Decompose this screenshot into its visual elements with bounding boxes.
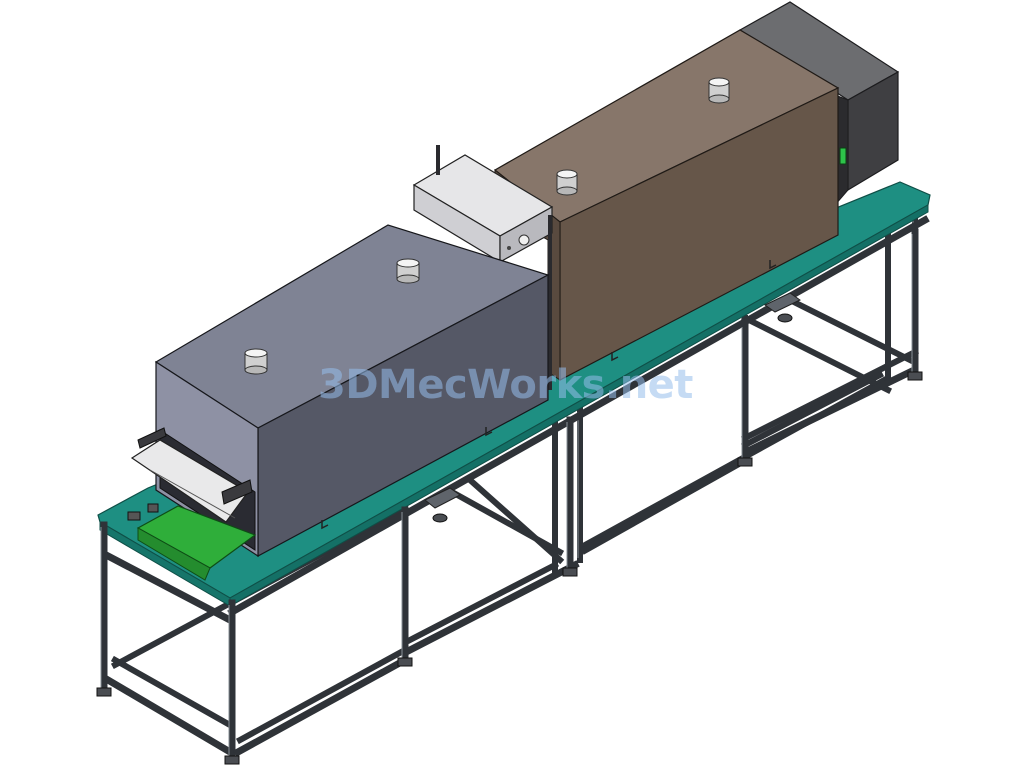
frame-front-highlights xyxy=(100,234,913,758)
green-belt xyxy=(127,503,257,581)
cylinder-vent-icon xyxy=(396,258,420,284)
cross-braces xyxy=(424,292,801,509)
cylinder-vent-icon xyxy=(708,77,730,104)
leveling-foot-icon xyxy=(96,313,923,765)
control-box xyxy=(412,154,554,264)
cylinder-vent-icon xyxy=(556,169,578,196)
guide-posts xyxy=(436,145,552,390)
platform-brackets xyxy=(321,260,777,530)
entry-tray xyxy=(130,427,253,523)
status-light-icon xyxy=(839,147,847,165)
frame-front xyxy=(100,215,930,764)
cylinder-vent-icon xyxy=(244,348,268,375)
